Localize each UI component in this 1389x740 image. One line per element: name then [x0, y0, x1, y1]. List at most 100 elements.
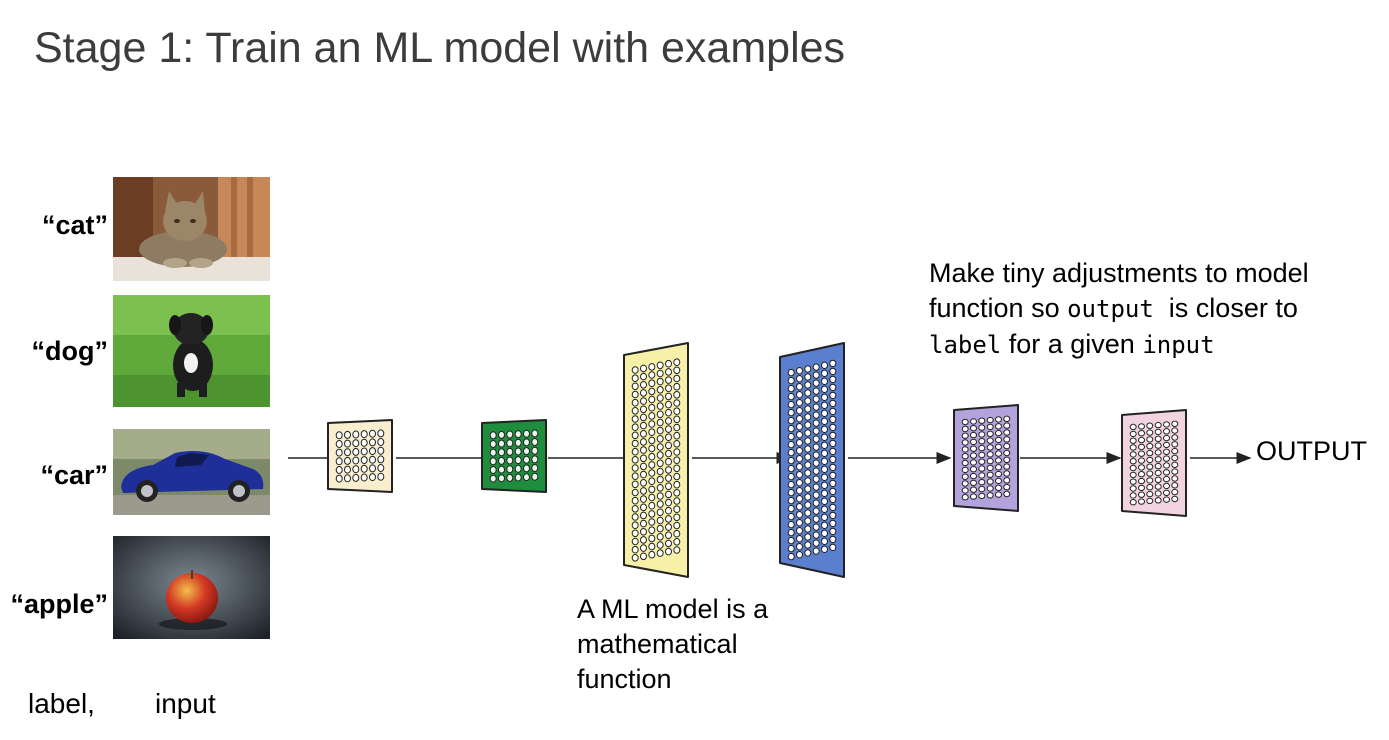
neuron-node: [804, 421, 812, 429]
neuron-node: [648, 518, 656, 526]
neuron-node: [640, 372, 647, 381]
neuron-node: [787, 544, 795, 553]
neuron-node: [673, 505, 681, 514]
example-label-apple: “apple”: [10, 589, 108, 619]
neuron-node: [514, 447, 522, 456]
neuron-node: [1138, 423, 1145, 430]
neuron-node: [787, 472, 795, 481]
neuron-node: [1171, 488, 1179, 496]
neuron-node: [978, 492, 986, 500]
neuron-node: [970, 493, 977, 500]
neuron-node: [796, 383, 803, 391]
neuron-node: [640, 454, 647, 463]
neuron-node: [656, 435, 664, 443]
neuron-node: [335, 474, 343, 483]
neuron-node: [1003, 449, 1011, 457]
neuron-node: [656, 467, 664, 476]
neuron-node: [377, 472, 385, 481]
neuron-node: [640, 544, 647, 552]
neuron-node: [961, 432, 969, 439]
neuron-node: [656, 533, 664, 541]
neuron-node: [506, 439, 514, 448]
neuron-node: [648, 542, 656, 551]
neuron-node: [640, 430, 647, 438]
neuron-node: [1171, 461, 1179, 468]
neuron-node: [787, 504, 795, 513]
neuron-node: [821, 529, 828, 537]
neuron-node: [970, 479, 977, 487]
neuron-node: [631, 447, 639, 456]
neuron-node: [804, 389, 812, 397]
neuron-node: [821, 361, 828, 369]
neuron-node: [796, 375, 803, 383]
neuron-node: [631, 390, 639, 399]
neuron-node: [631, 488, 639, 497]
neuron-node: [970, 445, 977, 452]
neuron-node: [640, 479, 647, 487]
neuron-node: [970, 459, 977, 466]
neuron-node: [631, 464, 639, 472]
neuron-node: [961, 459, 969, 467]
neuron-node: [796, 551, 803, 559]
neuron-node: [656, 443, 664, 451]
neuron-node: [1146, 422, 1154, 429]
neuron-node: [665, 539, 672, 548]
neuron-node: [631, 480, 639, 489]
neuron-node: [665, 506, 672, 515]
neuron-node: [665, 449, 672, 458]
neuron-node: [986, 444, 994, 451]
neuron-node: [804, 477, 812, 485]
neuron-node: [1003, 477, 1011, 484]
layer-panel: [623, 342, 689, 578]
neuron-node: [673, 415, 681, 424]
neuron-node: [821, 489, 828, 497]
neuron-node: [829, 503, 837, 512]
neuron-node: [1146, 490, 1154, 498]
neuron-node: [531, 429, 539, 438]
neuron-node: [369, 438, 376, 447]
neuron-node: [489, 457, 497, 466]
neuron-node: [812, 379, 820, 387]
neuron-node: [673, 538, 681, 546]
neuron-node: [821, 473, 828, 481]
neuron-node: [1146, 484, 1154, 491]
neuron-node: [970, 452, 977, 459]
neuron-node: [1171, 495, 1179, 503]
neuron-node: [1138, 477, 1145, 485]
neuron-node: [1171, 447, 1179, 455]
neuron-node: [656, 508, 664, 517]
neuron-node: [673, 480, 681, 489]
neuron-node: [352, 430, 360, 439]
neuron-node: [360, 464, 368, 473]
neuron-node: [978, 424, 986, 431]
example-label-cat: “cat”: [41, 210, 108, 240]
neuron-node: [640, 528, 647, 536]
neuron-node: [829, 359, 837, 368]
neuron-node: [531, 455, 539, 464]
neuron-node: [1154, 462, 1162, 470]
neuron-node: [656, 426, 664, 435]
neuron-node: [787, 456, 795, 465]
neuron-node: [1146, 429, 1154, 436]
neuron-node: [796, 463, 803, 471]
footer-input: input: [155, 688, 216, 719]
neuron-node: [796, 407, 803, 415]
neuron-node: [631, 537, 639, 546]
neuron-node: [665, 359, 672, 368]
neuron-node: [1154, 483, 1162, 490]
neuron-node: [1138, 491, 1145, 498]
neuron-node: [787, 520, 795, 529]
neuron-node: [1129, 423, 1137, 431]
neuron-node: [821, 401, 828, 409]
neuron-node: [506, 473, 514, 482]
page-title: Stage 1: Train an ML model with examples: [34, 24, 846, 72]
neuron-node: [665, 376, 672, 384]
neuron-node: [648, 420, 656, 428]
neuron-node: [787, 496, 795, 505]
neuron-node: [640, 405, 647, 414]
neuron-node: [812, 547, 820, 555]
neuron-node: [796, 479, 803, 487]
neuron-node: [829, 367, 837, 376]
neuron-node: [673, 382, 681, 391]
neuron-node: [995, 436, 1002, 444]
